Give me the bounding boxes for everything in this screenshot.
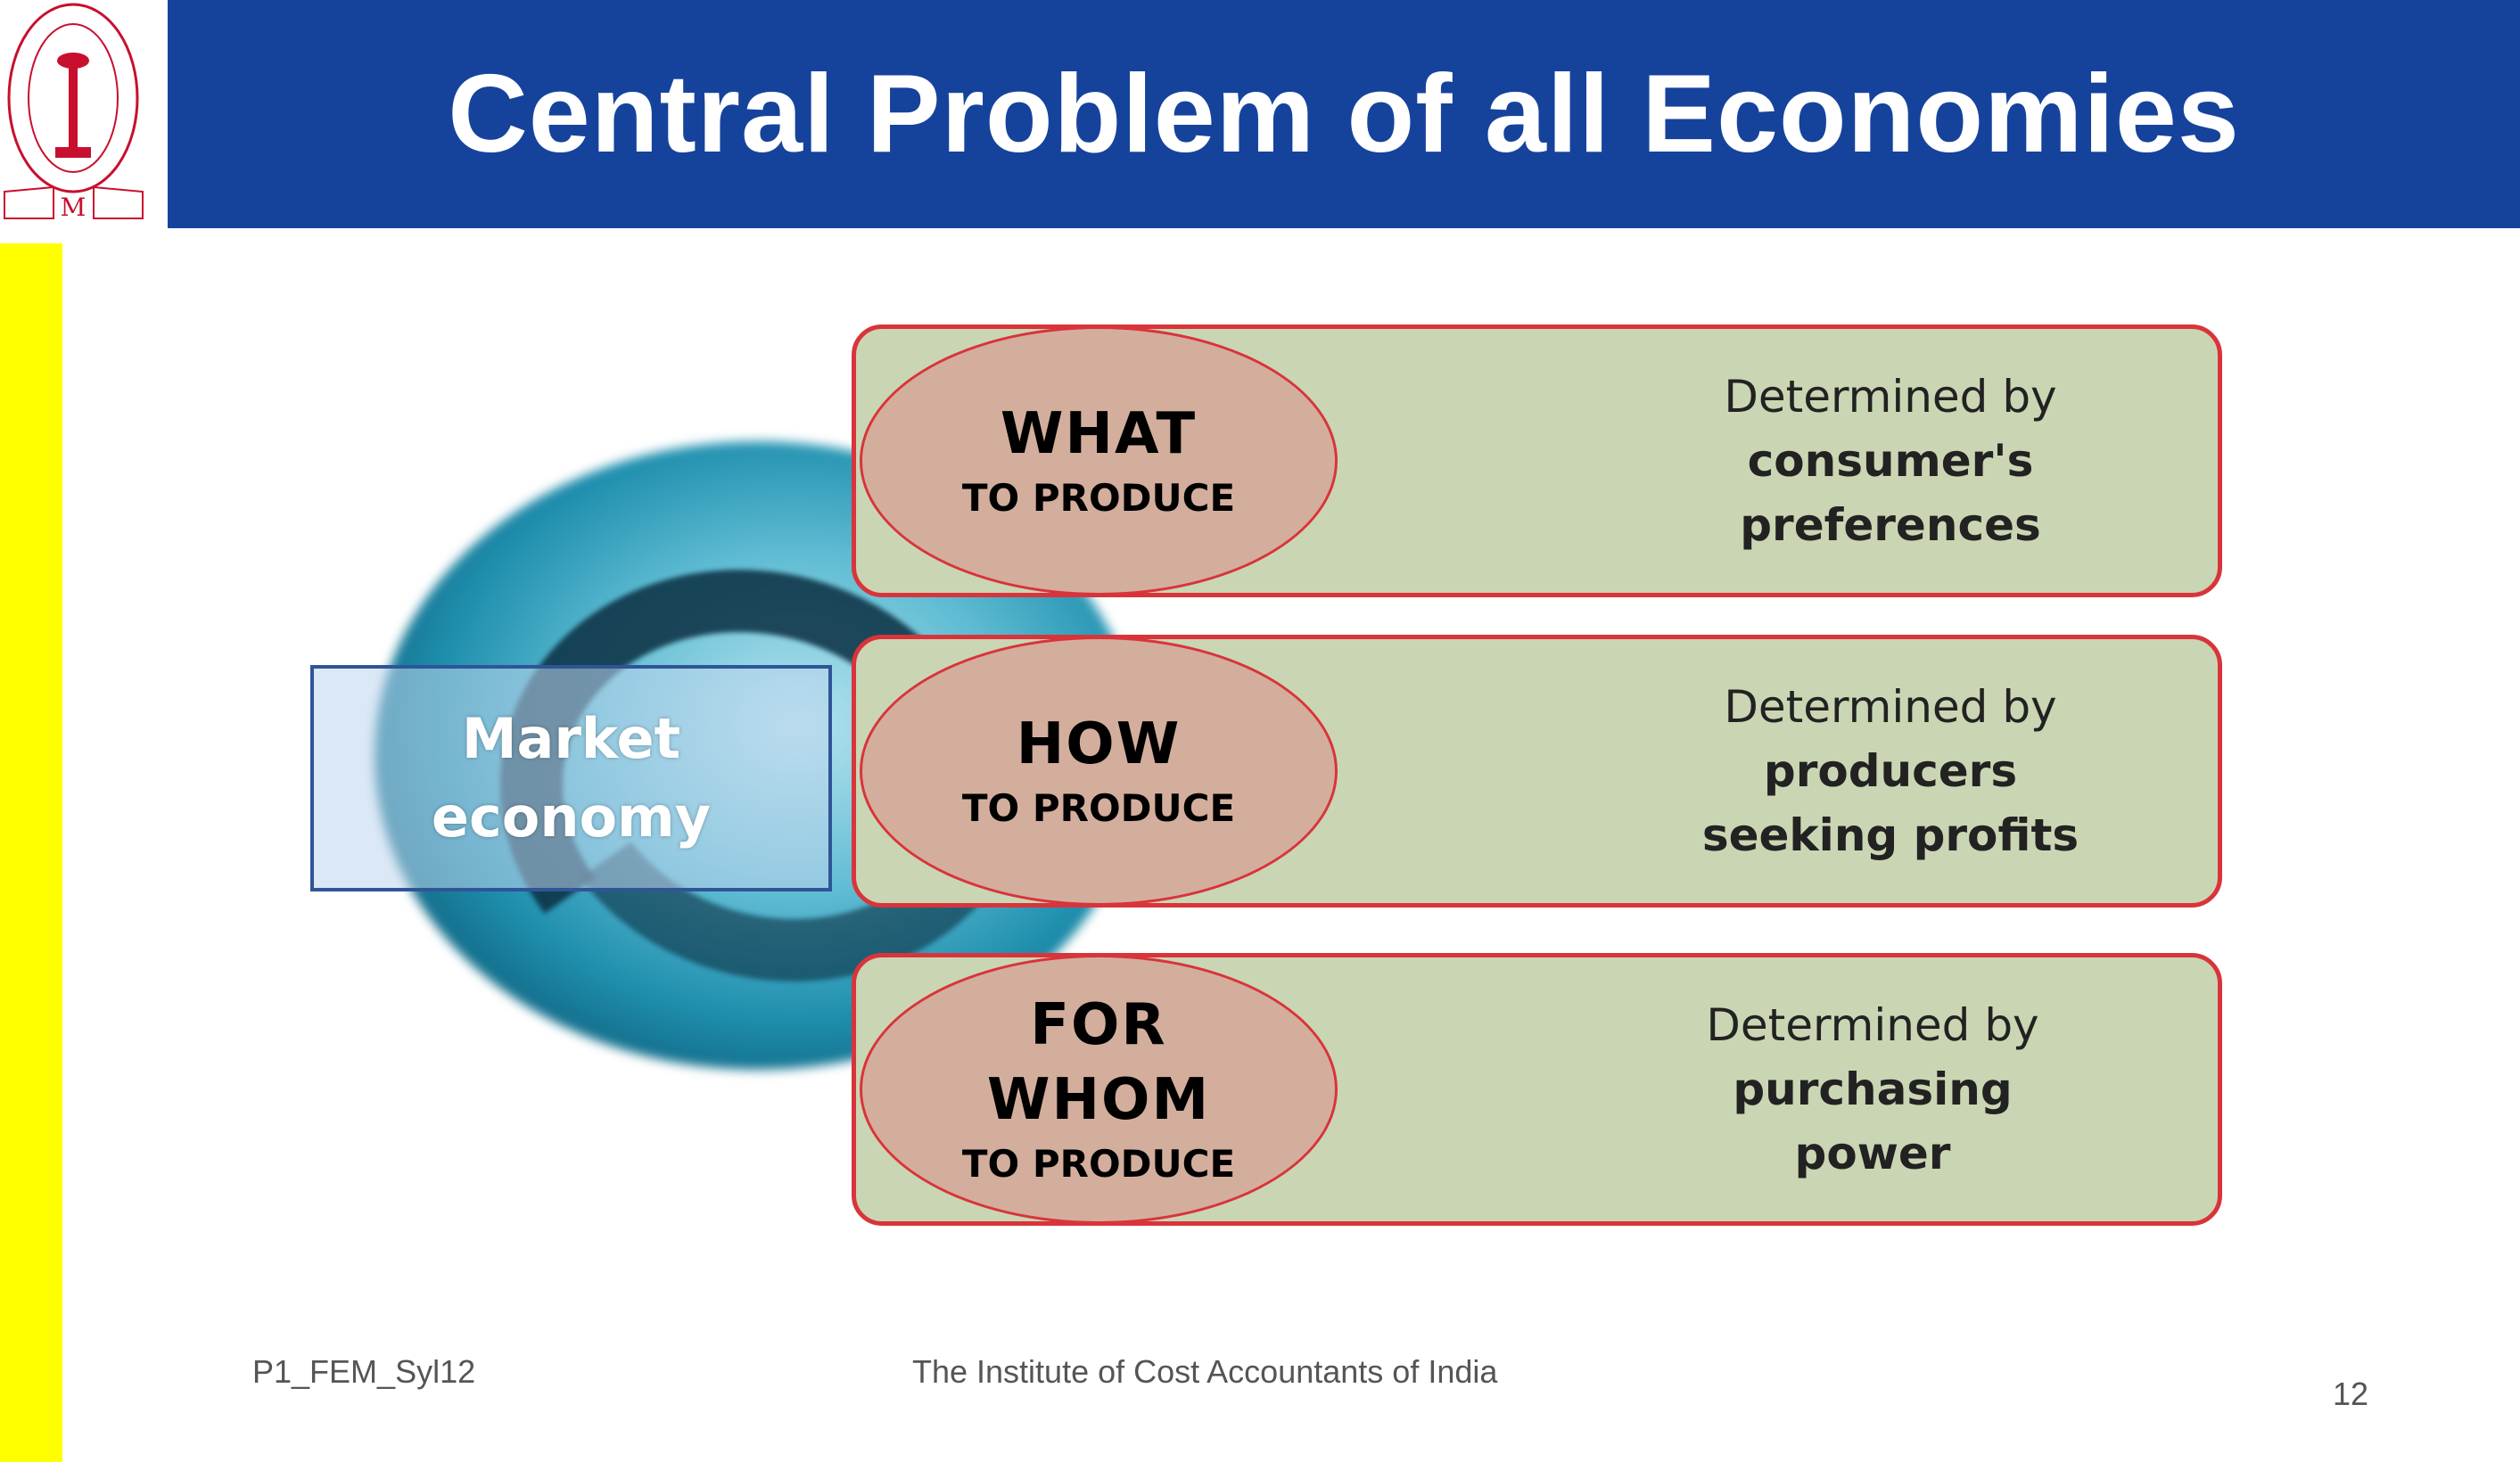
question-sub: TO PRODUCE — [961, 476, 1236, 520]
description-for-whom: Determined by purchasing power — [1587, 953, 2158, 1226]
footer-institute: The Institute of Cost Accountants of Ind… — [912, 1353, 1498, 1390]
description-how: Determined by producers seeking profits — [1605, 635, 2176, 908]
slide-title: Central Problem of all Economies — [448, 53, 2240, 176]
question-circle-for-whom: FOR WHOM TO PRODUCE — [860, 955, 1338, 1224]
question-circle-how: HOW TO PRODUCE — [860, 637, 1338, 906]
desc-line: Determined by — [1724, 371, 2057, 423]
desc-line: Determined by — [1724, 681, 2057, 733]
institute-logo: M — [4, 3, 144, 222]
svg-text:M: M — [61, 193, 86, 222]
desc-line: producers — [1763, 745, 2018, 797]
desc-line: power — [1794, 1128, 1951, 1179]
market-economy-label: Market economy — [310, 665, 832, 891]
description-what: Determined by consumer's preferences — [1605, 324, 2176, 597]
label-line: Market — [461, 706, 681, 771]
question-sub: TO PRODUCE — [961, 786, 1236, 830]
accent-bar — [0, 243, 62, 1462]
label-line: economy — [431, 784, 712, 850]
desc-line: seeking profits — [1701, 809, 2079, 861]
desc-line: preferences — [1740, 499, 2041, 551]
question: WHOM — [986, 1067, 1211, 1133]
question: HOW — [1016, 711, 1182, 777]
desc-line: consumer's — [1747, 435, 2034, 487]
question-circle-what: WHAT TO PRODUCE — [860, 326, 1338, 595]
question: WHAT — [1000, 401, 1198, 467]
desc-line: purchasing — [1733, 1064, 2013, 1115]
page-number: 12 — [2333, 1376, 2369, 1412]
footer-code: P1_FEM_Syl12 — [252, 1353, 476, 1390]
question-sub: TO PRODUCE — [961, 1142, 1236, 1186]
desc-line: Determined by — [1706, 999, 2039, 1051]
question: FOR — [1030, 992, 1167, 1058]
header-bar — [168, 0, 2520, 228]
